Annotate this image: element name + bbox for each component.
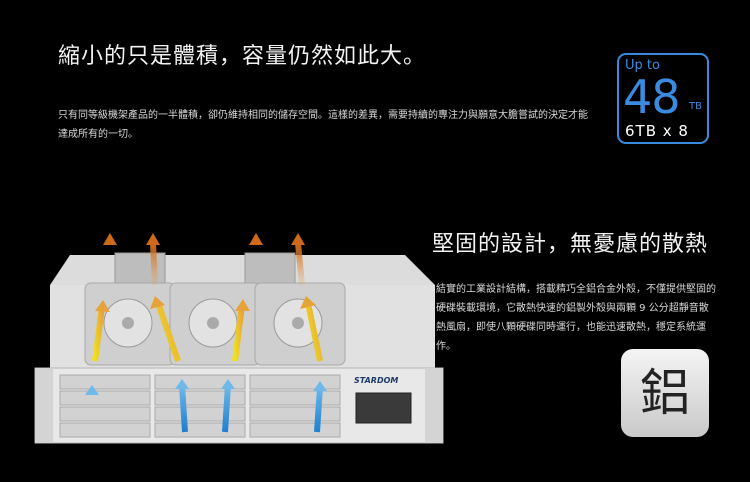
- cool-air-arrow: [222, 384, 231, 433]
- brand-logo: STARDOM: [354, 376, 398, 385]
- capacity-prefix: Up to: [625, 58, 660, 73]
- warm-air-arrow: [305, 302, 323, 362]
- hard-drive: [254, 282, 346, 366]
- aluminum-badge-char: 鋁: [640, 364, 690, 422]
- capacity-unit: TB: [689, 101, 702, 112]
- intro-paragraph: 只有同等級機架產品的一半體積，卻仍維持相同的儲存空間。這樣的差異，需要持續的專注…: [58, 110, 588, 140]
- nas-chassis-illustration: STARDOM: [34, 233, 444, 444]
- warm-air-arrow: [92, 306, 105, 362]
- hot-air-arrow: [150, 242, 158, 286]
- capacity-detail: 6TB x 8: [625, 122, 689, 140]
- cool-air-arrow: [179, 384, 188, 433]
- warm-air-arrow: [155, 302, 181, 362]
- aluminum-badge: 鋁: [621, 349, 709, 437]
- capacity-number: 48: [623, 70, 681, 124]
- rack-ear-right: [425, 368, 443, 443]
- rack-ear-left: [35, 368, 53, 443]
- design-title: 堅固的設計，無憂慮的散熱: [432, 232, 709, 257]
- cool-air-arrow: [314, 386, 323, 433]
- hard-drive: [169, 282, 261, 366]
- airflow-arrows: [85, 233, 327, 433]
- warm-air-arrow: [232, 304, 245, 362]
- lcd-display: [355, 392, 412, 424]
- drive-bays: [59, 374, 341, 438]
- hot-air-arrow: [295, 242, 305, 286]
- design-description: 結實的工業設計結構，搭載精巧全鋁合金外殼，不僅提供堅固的硬碟裝載環境，它散熱快速…: [436, 284, 716, 352]
- capacity-badge: Up to 48 TB 6TB x 8: [617, 53, 709, 144]
- page-headline: 縮小的只是體積，容量仍然如此大。: [58, 44, 427, 69]
